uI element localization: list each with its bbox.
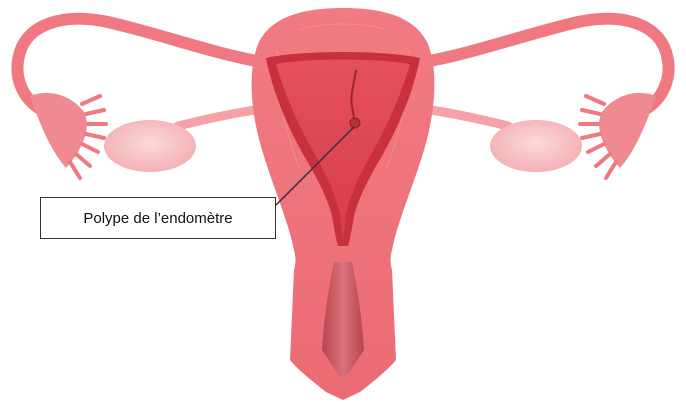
right-fimbriae bbox=[580, 93, 656, 178]
polyp-label-text: Polype de l’endomètre bbox=[83, 210, 232, 227]
right-ovary bbox=[490, 120, 582, 172]
polyp-label: Polype de l’endomètre bbox=[40, 197, 276, 239]
left-ovary bbox=[104, 120, 196, 172]
endometrial-polyp bbox=[350, 118, 360, 128]
left-fimbriae bbox=[30, 93, 106, 178]
